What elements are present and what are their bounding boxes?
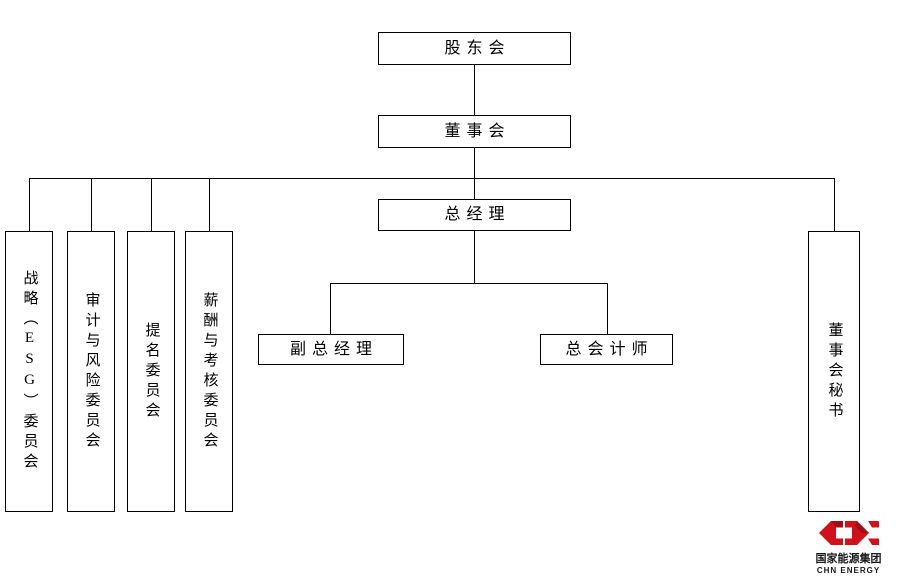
node-board[interactable]: 董事会 [378,115,571,148]
connector-bus-to-nomination-committee [151,178,152,231]
connector-bus-to-general-manager [474,178,475,199]
node-shareholders[interactable]: 股东会 [378,32,571,65]
chn-energy-logo-name-en: CHN ENERGY [816,566,881,575]
node-strategy-esg-committee-label: 战略（ESG）委员会 [21,270,38,473]
chn-energy-logo: 国家能源集团 CHN ENERGY [806,518,891,575]
node-audit-risk-committee-label: 审计与风险委员会 [83,291,100,452]
node-remuneration-appraisal-committee-label: 薪酬与考核委员会 [201,291,218,452]
chn-energy-logo-mark [818,521,879,545]
node-deputy-general-manager-label: 副总经理 [289,340,378,358]
connector-bus-to-board-secretary [834,178,835,231]
connector-general-manager-to-lower-bus [474,231,475,283]
node-general-manager-label: 总经理 [444,206,511,223]
node-deputy-general-manager[interactable]: 副总经理 [258,334,404,365]
chn-energy-logo-name-cn: 国家能源集团 [815,553,882,565]
node-board-secretary[interactable]: 董事会秘书 [808,231,860,512]
connector-lower-bus-to-deputy-general-manager [330,283,331,334]
node-nomination-committee[interactable]: 提名委员会 [127,231,175,512]
connector-board-to-bus [474,148,475,178]
connector-shareholders-to-board [474,65,475,115]
general-manager-horizontal-bus [330,283,607,284]
node-shareholders-label: 股东会 [444,39,511,57]
node-strategy-esg-committee[interactable]: 战略（ESG）委员会 [5,231,53,512]
connector-bus-to-audit-risk-committee [91,178,92,231]
node-chief-accountant-label: 总会计师 [565,340,654,358]
connector-lower-bus-to-chief-accountant [607,283,608,334]
node-general-manager[interactable]: 总经理 [378,199,571,231]
node-nomination-committee-label: 提名委员会 [143,321,160,422]
node-audit-risk-committee[interactable]: 审计与风险委员会 [67,231,115,512]
connector-bus-to-remuneration-appraisal-committee [209,178,210,231]
connector-bus-to-strategy-esg-committee [29,178,30,231]
node-board-secretary-label: 董事会秘书 [826,321,843,422]
node-board-label: 董事会 [444,122,511,140]
board-horizontal-bus [29,178,835,179]
node-chief-accountant[interactable]: 总会计师 [540,334,673,365]
node-remuneration-appraisal-committee[interactable]: 薪酬与考核委员会 [185,231,233,512]
